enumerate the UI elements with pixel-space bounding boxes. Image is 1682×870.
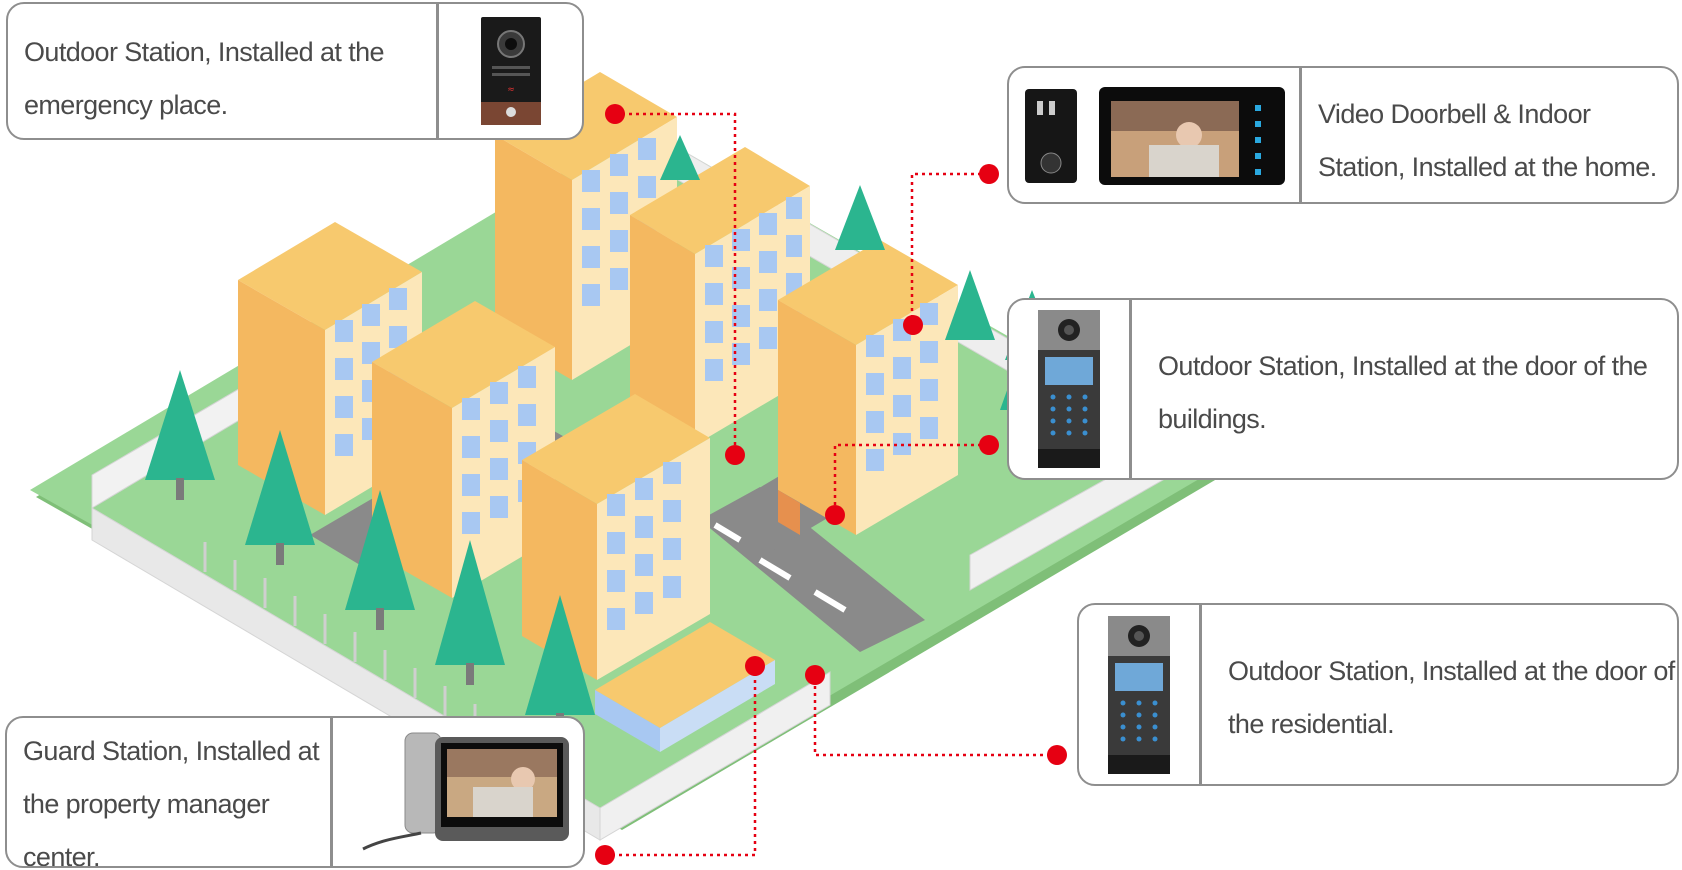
connector-lines [605, 112, 1057, 857]
location-dot [903, 315, 923, 335]
svg-text:≈: ≈ [507, 85, 515, 95]
device-image [333, 718, 583, 866]
location-dot [595, 845, 615, 865]
divider [330, 718, 333, 866]
divider [1129, 300, 1132, 478]
location-dot [805, 665, 825, 685]
device-image [1009, 300, 1129, 478]
divider [1199, 605, 1202, 784]
callout-guard-station: Guard Station, Installed at the property… [5, 716, 585, 868]
outdoor-station-keypad-icon [1038, 310, 1100, 468]
callout-text: Outdoor Station, Installed at the emerge… [24, 37, 385, 120]
callout-building-door-outdoor-station: Outdoor Station, Installed at the door o… [1007, 298, 1679, 480]
device-image: ≈ [439, 4, 582, 138]
callout-text: Guard Station, Installed at the property… [23, 736, 320, 868]
divider [1299, 68, 1302, 202]
callout-text: Outdoor Station, Installed at the door o… [1228, 656, 1675, 739]
guard-house [595, 622, 775, 752]
outdoor-station-emergency-icon: ≈ [480, 17, 541, 125]
location-dot [979, 435, 999, 455]
callout-residential-door-outdoor-station: Outdoor Station, Installed at the door o… [1077, 603, 1679, 786]
device-image [1079, 605, 1199, 784]
location-dot [1047, 745, 1067, 765]
building [522, 394, 710, 680]
callout-emergency-outdoor-station: Outdoor Station, Installed at the emerge… [6, 2, 584, 140]
location-dot [605, 104, 625, 124]
location-dots [595, 104, 1067, 865]
outdoor-station-keypad-icon [1108, 615, 1170, 774]
callout-home-doorbell-indoor: Video Doorbell & Indoor Station, Install… [1007, 66, 1679, 204]
guard-station-handset-icon [362, 732, 569, 851]
callout-text: Video Doorbell & Indoor Station, Install… [1318, 99, 1657, 182]
doorbell-and-indoor-monitor-icon [1025, 86, 1285, 185]
divider [436, 4, 439, 138]
building [778, 240, 958, 535]
device-image [1009, 68, 1299, 202]
location-dot [979, 164, 999, 184]
location-dot [745, 656, 765, 676]
callout-text: Outdoor Station, Installed at the door o… [1158, 351, 1648, 434]
location-dot [725, 445, 745, 465]
location-dot [825, 505, 845, 525]
